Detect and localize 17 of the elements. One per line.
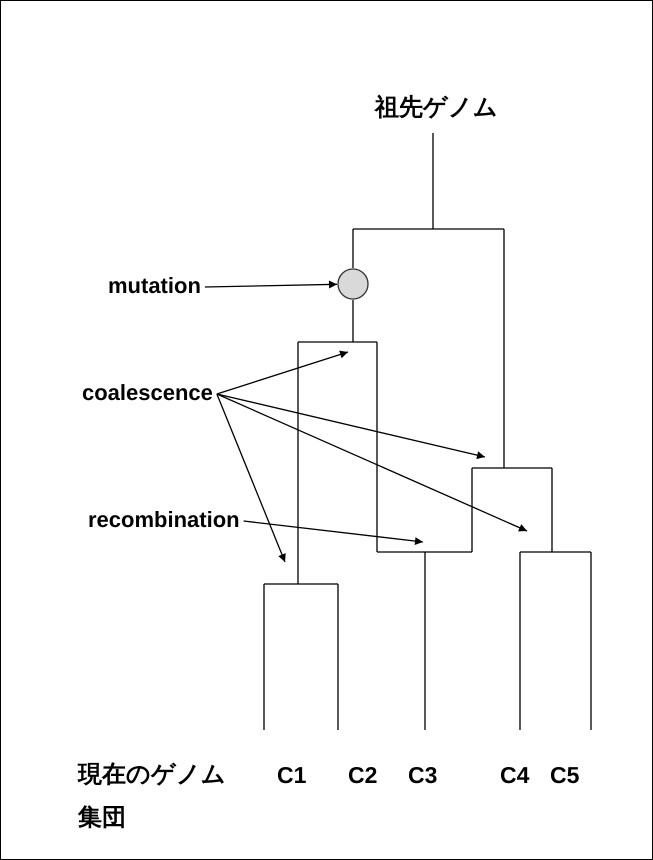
leader-arrow (216, 394, 286, 562)
leader-arrow (244, 520, 424, 546)
sequence-label: C4 (500, 764, 530, 787)
sequence-label: C2 (348, 764, 378, 787)
arrow (204, 280, 338, 288)
sequence-label: C5 (550, 764, 580, 787)
leader-arrow (216, 350, 348, 395)
annotation-label: mutation (108, 275, 201, 297)
annotation-label: recombination (88, 509, 240, 531)
circle-marker (337, 268, 369, 300)
population-label: 現在のゲノム集団 (78, 759, 227, 833)
leader-arrow (216, 393, 528, 532)
sequence-label: C3 (408, 764, 438, 787)
leader-arrow (216, 393, 486, 460)
annotation-label: coalescence (82, 382, 213, 404)
ancestor-label: 祖先ゲノム (375, 92, 499, 123)
sequence-label: C1 (277, 764, 306, 787)
